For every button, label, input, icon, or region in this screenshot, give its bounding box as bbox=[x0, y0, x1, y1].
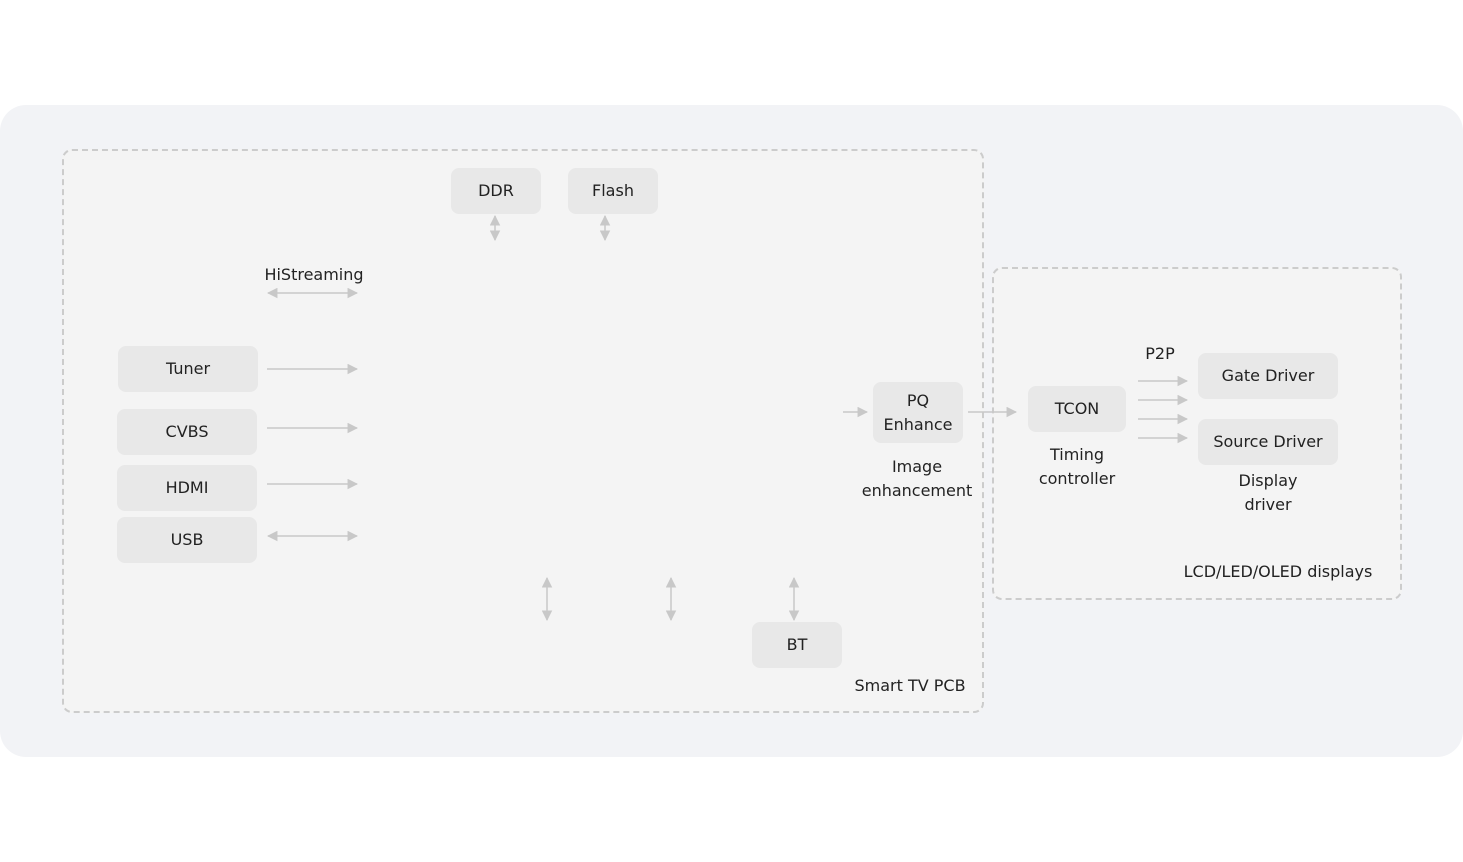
source-driver-label: Source Driver bbox=[1213, 432, 1323, 451]
hdmi-label: HDMI bbox=[165, 478, 209, 497]
gate-driver-block: Gate Driver bbox=[1198, 353, 1338, 399]
gate-driver-label: Gate Driver bbox=[1221, 366, 1315, 385]
source-driver-block: Source Driver bbox=[1198, 419, 1338, 465]
tcon-block: TCON bbox=[1028, 386, 1126, 432]
display-panel-region bbox=[992, 267, 1402, 600]
bt-label: BT bbox=[786, 635, 808, 654]
flash-block: Flash bbox=[568, 168, 658, 214]
pq-enhance-block: PQ Enhance bbox=[873, 382, 963, 443]
p2p-caption: P2P bbox=[1145, 344, 1175, 363]
usb-block: USB bbox=[117, 517, 257, 563]
bt-block: BT bbox=[752, 622, 842, 668]
tuner-block: Tuner bbox=[118, 346, 258, 392]
flash-label: Flash bbox=[592, 181, 634, 200]
ddr-label: DDR bbox=[478, 181, 514, 200]
hdmi-block: HDMI bbox=[117, 465, 257, 511]
smart-tv-pcb-label: Smart TV PCB bbox=[854, 676, 966, 695]
cvbs-block: CVBS bbox=[117, 409, 257, 455]
cvbs-label: CVBS bbox=[165, 422, 209, 441]
pq-label-line2: Enhance bbox=[883, 414, 953, 434]
tuner-label: Tuner bbox=[165, 359, 211, 378]
timing-controller-caption-line1: Timing bbox=[1049, 445, 1105, 464]
display-driver-caption-line2: driver bbox=[1244, 495, 1292, 514]
display-panel-label: LCD/LED/OLED displays bbox=[1183, 562, 1373, 581]
tcon-label: TCON bbox=[1054, 399, 1100, 418]
display-driver-caption-line1: Display bbox=[1238, 471, 1298, 490]
ddr-block: DDR bbox=[451, 168, 541, 214]
histreaming-caption: HiStreaming bbox=[264, 265, 364, 284]
image-enhancement-caption-line2: enhancement bbox=[861, 481, 973, 500]
usb-label: USB bbox=[170, 530, 204, 549]
timing-controller-caption-line2: controller bbox=[1038, 469, 1116, 488]
image-enhancement-caption-line1: Image bbox=[891, 457, 943, 476]
pq-label-line1: PQ bbox=[906, 390, 930, 410]
